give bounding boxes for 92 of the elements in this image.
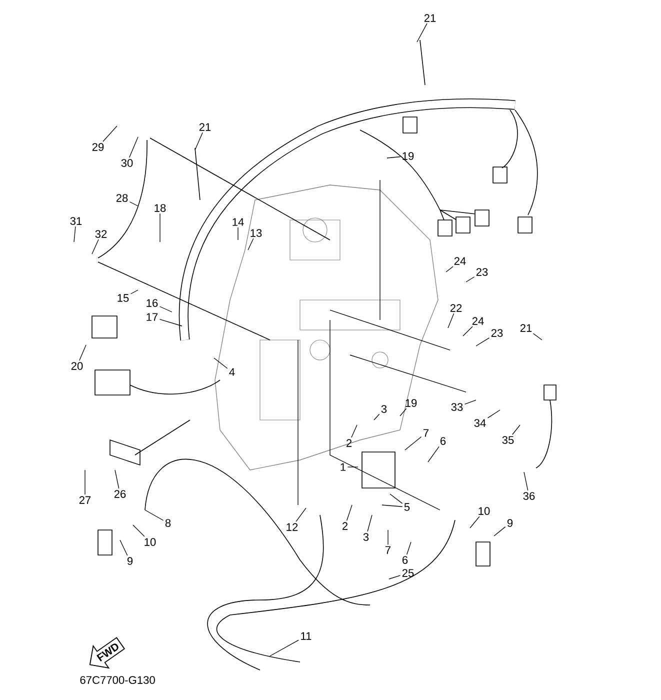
callout-number: 20: [71, 362, 83, 370]
callout-number: 29: [92, 143, 104, 151]
leader-line: [130, 290, 138, 294]
leader-line: [382, 504, 403, 507]
callout-number: 3: [363, 533, 369, 541]
leader-line: [132, 524, 145, 537]
leader-line: [84, 470, 86, 495]
leader-line: [388, 575, 401, 580]
callout-number: 13: [250, 229, 262, 237]
leader-line: [466, 276, 475, 282]
leader-line: [374, 414, 380, 420]
leader-line: [404, 436, 422, 450]
leader-line: [270, 640, 299, 656]
callout-number: 7: [386, 546, 391, 554]
leader-line: [248, 238, 254, 250]
callout-number: 6: [440, 437, 446, 445]
leader-line: [79, 344, 86, 361]
leader-line: [159, 319, 182, 326]
leader-line: [406, 542, 412, 555]
leader-line: [114, 470, 120, 489]
leader-line: [120, 540, 128, 556]
leader-line: [159, 306, 172, 312]
callout-number: 19: [406, 399, 417, 407]
leader-line: [476, 337, 490, 346]
leader-line: [102, 126, 118, 142]
callout-number: 8: [165, 519, 171, 527]
leader-line: [390, 494, 403, 504]
callout-number: 22: [450, 304, 462, 312]
callout-number: 21: [199, 123, 211, 131]
callout-number: 9: [127, 557, 133, 565]
callout-number: 14: [232, 218, 244, 226]
leader-line: [214, 358, 228, 369]
callout-number: 26: [114, 490, 126, 498]
callout-number: 2: [342, 522, 348, 530]
callout-number: 21: [424, 14, 436, 22]
callout-number: 12: [286, 523, 298, 531]
leader-line: [428, 446, 440, 462]
callout-number: 4: [229, 368, 235, 376]
callout-number: 23: [476, 268, 488, 276]
leader-line: [194, 132, 203, 150]
leader-line: [129, 136, 138, 158]
leader-line: [351, 424, 358, 438]
leader-line: [487, 410, 500, 418]
callout-number: 2: [346, 439, 352, 447]
callout-number: 23: [491, 329, 503, 337]
callout-number: 25: [402, 569, 414, 577]
leader-line: [462, 326, 473, 336]
callout-number: 34: [474, 419, 486, 427]
callout-number: 10: [478, 507, 490, 515]
callout-number: 3: [381, 405, 387, 413]
callout-number: 7: [424, 429, 429, 437]
leader-line: [400, 408, 407, 416]
callout-number: 28: [116, 194, 128, 202]
callout-number: 10: [144, 538, 156, 546]
leader-line: [494, 526, 506, 536]
callout-number: 36: [523, 492, 535, 500]
callout-number: 19: [402, 152, 414, 160]
callout-number: 32: [95, 230, 107, 238]
callout-number: 5: [404, 503, 410, 511]
leader-line: [448, 313, 454, 328]
callout-number: 30: [121, 159, 133, 167]
leader-line: [470, 516, 480, 528]
leader-line: [129, 202, 138, 206]
leader-line: [524, 472, 528, 491]
callout-number: 27: [79, 496, 91, 504]
callout-number: 18: [154, 204, 166, 212]
leader-line: [464, 400, 476, 404]
leader-line: [512, 424, 520, 435]
leader-line: [92, 239, 99, 254]
callout-number: 11: [301, 632, 312, 640]
leader-line: [532, 333, 542, 340]
leader-line: [296, 508, 306, 522]
callout-number: 16: [146, 299, 158, 307]
leader-line: [367, 514, 372, 532]
callout-number: 21: [520, 324, 532, 332]
callout-number: 15: [118, 294, 129, 302]
callout-number: 24: [454, 257, 466, 265]
callout-number: 24: [472, 317, 484, 325]
callout-number: 31: [70, 217, 82, 225]
callout-number: 6: [402, 556, 408, 564]
leader-line: [144, 510, 164, 521]
leader-line: [446, 266, 454, 272]
leader-line: [386, 156, 401, 158]
leader-line: [347, 466, 358, 468]
leader-line: [416, 23, 428, 42]
leader-line: [74, 226, 76, 242]
leader-line: [346, 504, 352, 521]
callout-number: 9: [507, 519, 513, 527]
callout-number: 33: [451, 403, 463, 411]
callout-number: 35: [502, 436, 514, 444]
callout-number: 17: [146, 313, 158, 321]
callout-number: 1: [340, 463, 346, 471]
